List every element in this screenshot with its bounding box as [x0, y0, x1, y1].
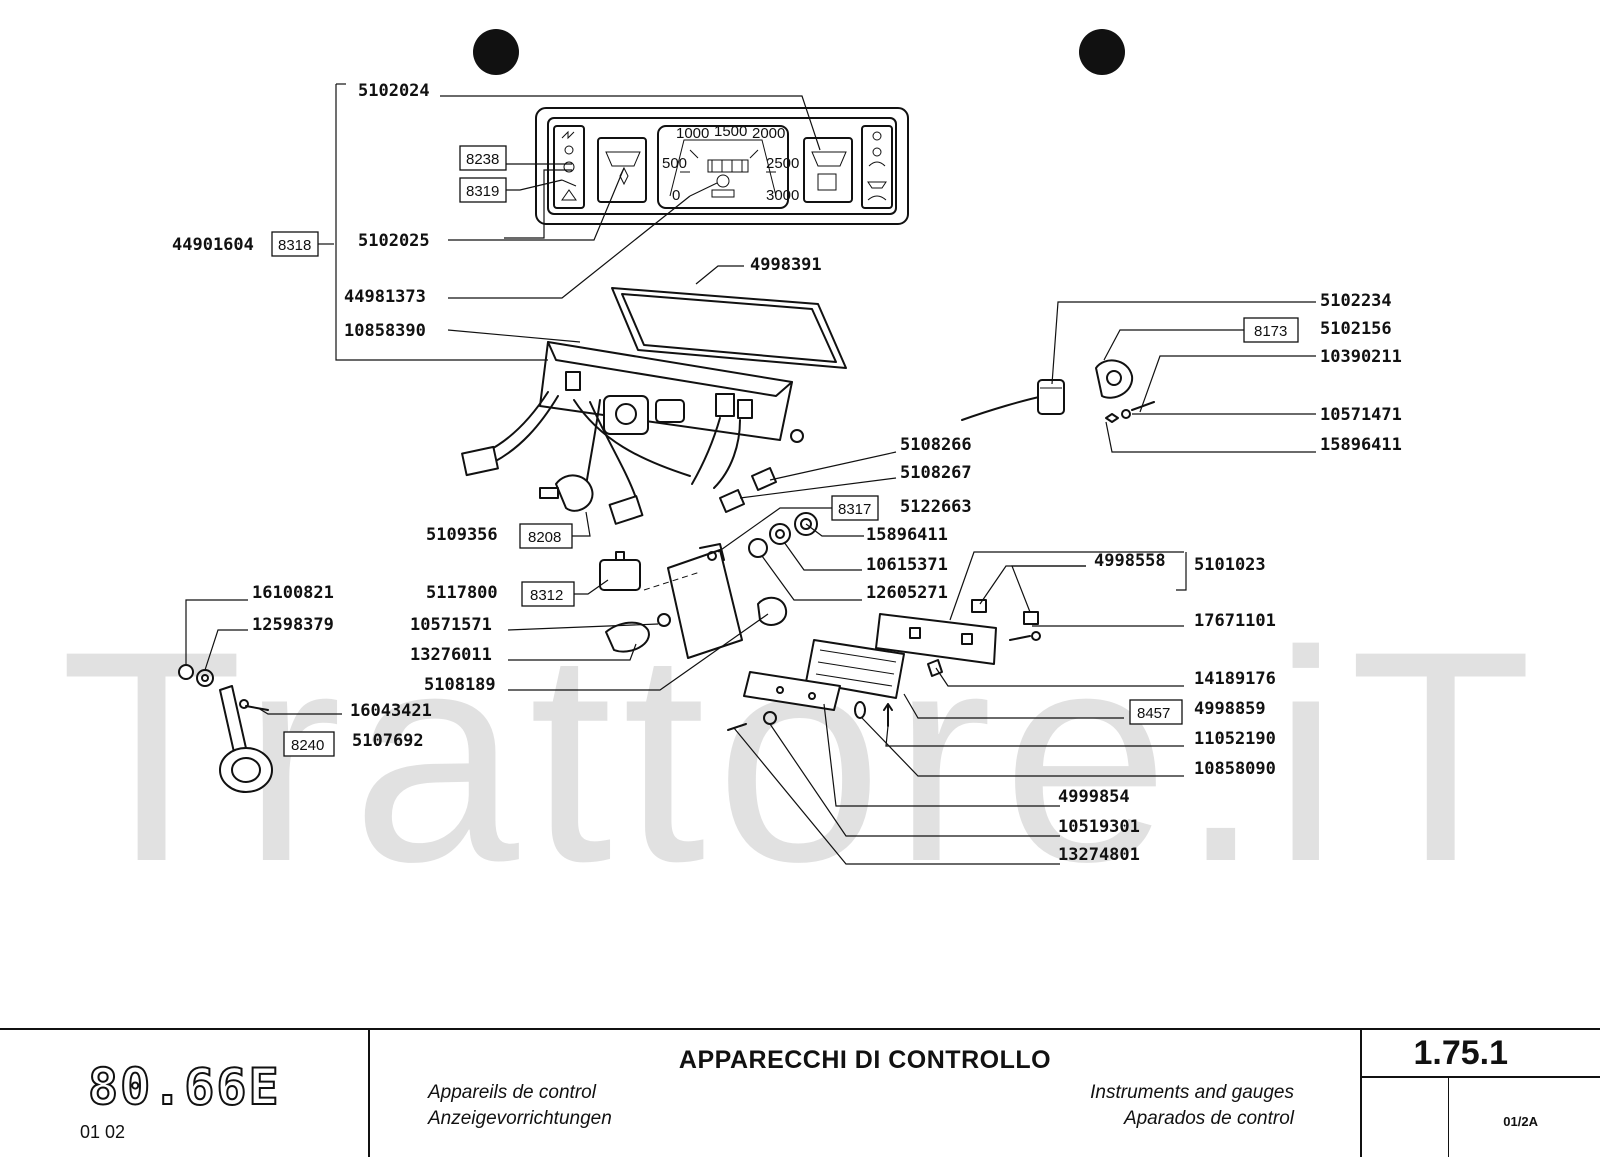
part-10858390: 10858390	[344, 321, 426, 341]
description-cell: APPARECCHI DI CONTROLLO Appareils de con…	[370, 1030, 1362, 1157]
parts-diagram: Trattore.iT 1000 1500 2000 500 2500	[60, 29, 1542, 924]
reference-cell: 1.75.1 01/2A	[1362, 1030, 1600, 1157]
title-french: Appareils de control	[428, 1082, 596, 1103]
instrument-panel-drawing: 1000 1500 2000 500 2500 0 3000	[535, 107, 909, 225]
part-14189176: 14189176	[1194, 669, 1276, 689]
part-5117800: 5117800	[426, 583, 498, 603]
tacho-tick-500: 500	[662, 155, 687, 172]
part-13274801: 13274801	[1058, 845, 1140, 865]
part-5102024: 5102024	[358, 81, 430, 101]
ref-8317: 8317	[838, 501, 871, 518]
part-4998391: 4998391	[750, 255, 822, 275]
part-10571571: 10571571	[410, 615, 492, 635]
part-5102025: 5102025	[358, 231, 430, 251]
part-4998558: 4998558	[1094, 551, 1166, 571]
section-box: 1.75.1	[1362, 1030, 1600, 1078]
ref-8312: 8312	[530, 587, 563, 604]
part-5101023: 5101023	[1194, 555, 1266, 575]
title-german: Anzeigevorrichtungen	[428, 1108, 612, 1129]
tacho-tick-0: 0	[672, 187, 680, 204]
reference-divider	[1448, 1078, 1449, 1157]
part-5109356: 5109356	[426, 525, 498, 545]
part-10390211: 10390211	[1320, 347, 1402, 367]
tacho-tick-3000: 3000	[766, 187, 799, 204]
ref-8318: 8318	[278, 237, 311, 254]
part-5107692: 5107692	[352, 731, 424, 751]
part-15896411-a: 15896411	[1320, 435, 1402, 455]
model-revision: 01 02	[80, 1122, 126, 1142]
diagram-area: Trattore.iT 1000 1500 2000 500 2500	[60, 29, 1542, 924]
title-spanish: Aparados de control	[1123, 1108, 1294, 1129]
reference-boxes: 8238 8319 8318 8173 8317 8208 8312 8240 …	[271, 145, 1299, 757]
watermark: Trattore.iT	[60, 588, 1542, 924]
part-11052190: 11052190	[1194, 729, 1276, 749]
part-16043421: 16043421	[350, 701, 432, 721]
ref-8173: 8173	[1254, 323, 1287, 340]
part-12598379: 12598379	[252, 615, 334, 635]
model-cell: 80.66E 01 02	[0, 1030, 370, 1157]
tacho-tick-2000: 2000	[752, 125, 785, 142]
tacho-tick-2500: 2500	[766, 155, 799, 172]
horn-drawing	[178, 664, 273, 793]
part-10615371: 10615371	[866, 555, 948, 575]
ref-8457: 8457	[1137, 705, 1170, 722]
sheet-number: 01/2A	[1503, 1114, 1538, 1129]
part-10519301: 10519301	[1058, 817, 1140, 837]
ref-8238: 8238	[466, 151, 499, 168]
part-5108189: 5108189	[424, 675, 496, 695]
registration-dot-right	[1079, 29, 1125, 75]
part-44981373: 44981373	[344, 287, 426, 307]
leader-lines	[185, 83, 1316, 865]
title-english: Instruments and gauges	[1090, 1082, 1294, 1103]
title-block: 80.66E 01 02 APPARECCHI DI CONTROLLO App…	[0, 1028, 1600, 1157]
part-labels: 5102024 44901604 5102025 44981373 108583…	[172, 81, 1402, 865]
ref-8319: 8319	[466, 183, 499, 200]
sender-drawing	[961, 359, 1155, 423]
part-17671101: 17671101	[1194, 611, 1276, 631]
gasket-drawing	[611, 287, 847, 369]
ref-8240: 8240	[291, 737, 324, 754]
part-4999854: 4999854	[1058, 787, 1130, 807]
part-4998859: 4998859	[1194, 699, 1266, 719]
part-16100821: 16100821	[252, 583, 334, 603]
part-13276011: 13276011	[410, 645, 492, 665]
cluster-housing-drawing	[461, 341, 804, 525]
tacho-tick-1500: 1500	[714, 123, 747, 140]
part-44901604: 44901604	[172, 235, 254, 255]
part-5102156: 5102156	[1320, 319, 1392, 339]
part-10858090: 10858090	[1194, 759, 1276, 779]
ref-8208: 8208	[528, 529, 561, 546]
registration-dot-left	[473, 29, 519, 75]
relay-drawing	[599, 467, 818, 659]
fusebox-drawing	[727, 599, 1041, 731]
section-number: 1.75.1	[1413, 1034, 1508, 1072]
part-5102234: 5102234	[1320, 291, 1392, 311]
model-code: 80.66E	[87, 1057, 281, 1117]
tacho-tick-1000: 1000	[676, 125, 709, 142]
part-5122663: 5122663	[900, 497, 972, 517]
part-10571471: 10571471	[1320, 405, 1402, 425]
part-15896411-b: 15896411	[866, 525, 948, 545]
title-italian: APPARECCHI DI CONTROLLO	[678, 1046, 1052, 1074]
part-5108266: 5108266	[900, 435, 972, 455]
part-12605271: 12605271	[866, 583, 948, 603]
part-5108267: 5108267	[900, 463, 972, 483]
